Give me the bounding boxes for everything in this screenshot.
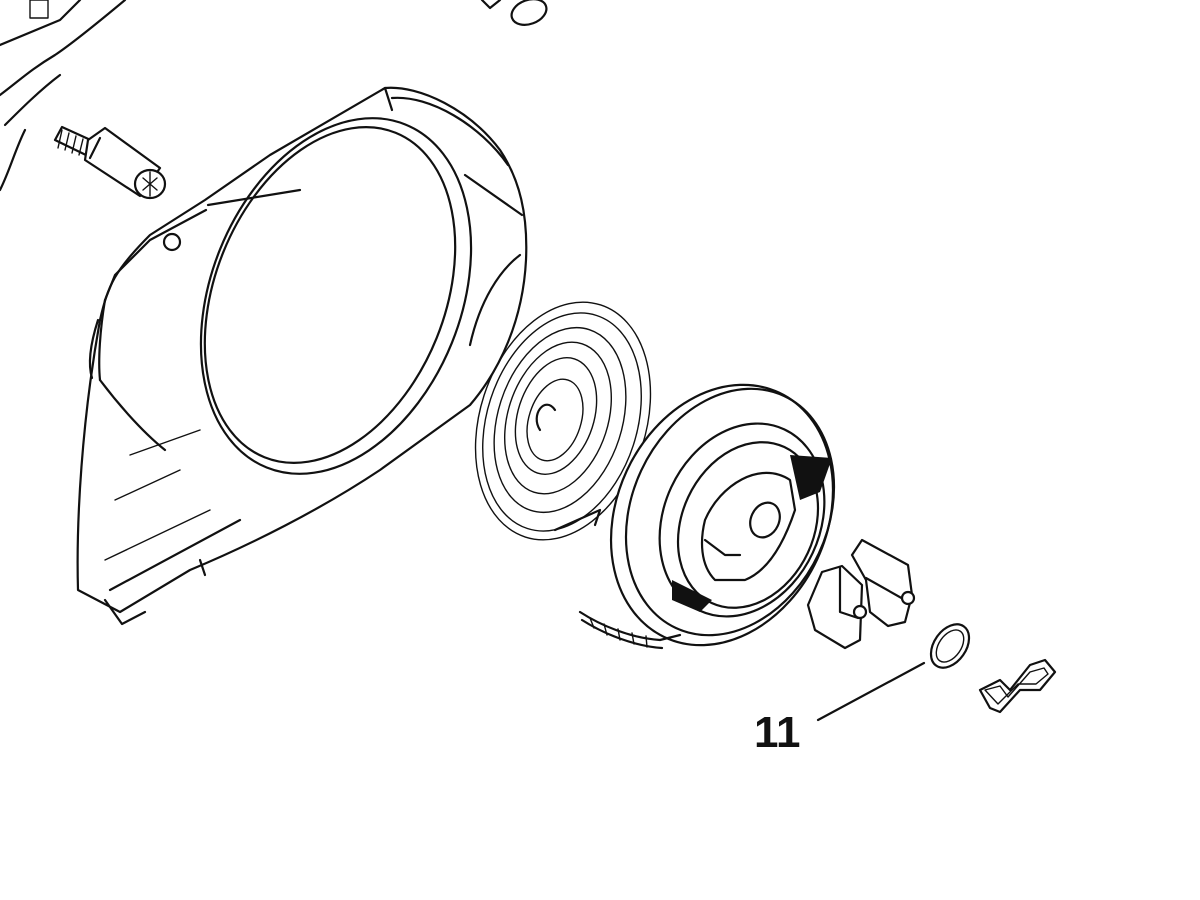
spring-clip	[978, 658, 1057, 714]
pawl-right	[850, 538, 916, 628]
rope-rotor	[578, 383, 836, 650]
rewind-spring	[474, 301, 652, 541]
starter-cover	[76, 86, 528, 626]
callout-11: 11	[754, 661, 926, 757]
screw	[53, 125, 167, 200]
callout-11-leader	[816, 661, 926, 722]
callout-11-label: 11	[754, 708, 801, 757]
top-ring	[480, 0, 548, 26]
housing-fragment	[0, 0, 127, 192]
o-ring	[929, 623, 971, 669]
pawl-left	[806, 564, 868, 650]
